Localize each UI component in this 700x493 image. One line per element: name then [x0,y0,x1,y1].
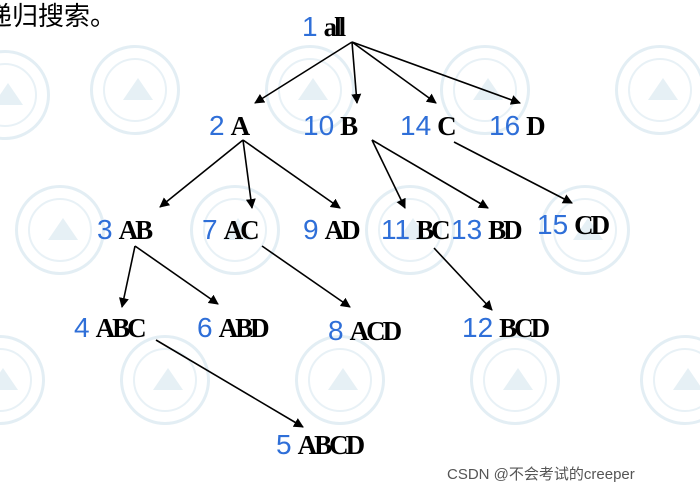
node-label: AB [118,215,153,245]
node-number: 7 [202,214,218,245]
edge-n14-n15 [453,141,573,204]
node-number: 6 [197,312,213,343]
seal-watermark [640,335,700,425]
edge-n2-n9 [242,139,341,209]
node-number: 9 [303,214,319,245]
node-number: 15 [537,209,569,240]
node-label: BC [416,215,450,245]
node-label: C [437,111,456,141]
node-label: BD [488,215,522,245]
node-label: A [230,111,250,141]
node-label: all [323,12,346,42]
edge-n10-n11 [371,139,406,209]
seal-watermark [295,335,385,425]
seal-watermark [365,185,455,275]
node-label: B [340,111,358,141]
node-number: 3 [97,214,113,245]
edge-n7-n8 [261,245,351,308]
node-label: ACD [349,316,402,346]
seal-watermark [265,45,355,135]
edge-n1-n10 [351,41,362,104]
node-label: AC [223,215,260,245]
seal-watermark [90,45,180,135]
edge-n1-n16 [351,41,521,105]
node-label: D [526,111,545,141]
edge-n2-n3 [159,139,244,208]
seal-watermark [15,185,105,275]
seal-watermark [540,185,630,275]
node-number: 12 [462,312,494,343]
node-label: ABC [95,313,147,343]
node-number: 5 [276,429,292,460]
edge-n10-n13 [371,139,489,209]
node-label: ABD [218,313,270,343]
node-label: AD [324,215,361,245]
edge-n11-n12 [433,247,493,311]
edge-n2-n7 [242,139,256,209]
edge-n1-n14 [351,41,437,104]
node-number: 10 [303,110,335,141]
edge-n4-n5 [155,339,304,428]
node-number: 16 [489,110,521,141]
node-number: 4 [74,312,90,343]
seal-watermark [470,335,560,425]
node-label: BCD [499,313,550,343]
edge-n1-n2 [254,41,353,104]
seal-watermark [615,45,700,135]
header-text: 递归搜索。 [0,2,117,32]
node-label: CD [574,210,610,240]
node-number: 13 [451,214,483,245]
seal-watermark [120,335,210,425]
edge-n3-n4 [118,245,136,308]
credit-watermark: CSDN @不会考试的creeper [447,466,635,483]
node-number: 11 [381,214,411,245]
node-number: 8 [328,315,344,346]
node-number: 14 [400,110,432,141]
node-label: ABCD [297,430,365,460]
node-number: 1 [302,11,318,42]
node-number: 2 [209,110,225,141]
seal-watermark [190,185,280,275]
edge-n3-n6 [134,245,219,305]
